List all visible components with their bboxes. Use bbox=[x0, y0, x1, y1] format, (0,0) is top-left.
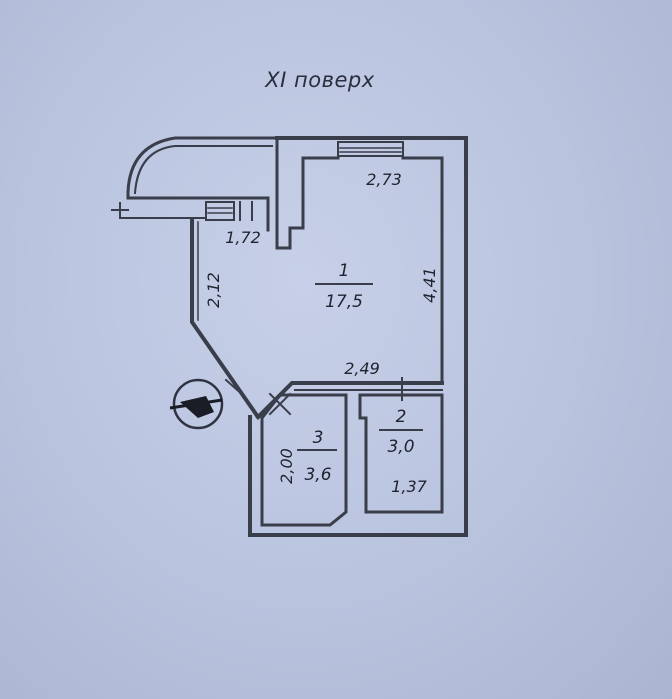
door-mark-3 bbox=[224, 378, 246, 398]
door-mark-2 bbox=[268, 392, 292, 416]
dim-room1-left: 2,12 bbox=[204, 272, 223, 308]
left-outer-wall bbox=[190, 218, 261, 420]
outer-wall bbox=[248, 136, 468, 537]
balcony-outline bbox=[126, 136, 279, 200]
room2-number: 2 bbox=[396, 407, 407, 427]
dim-room2-width: 1,37 bbox=[391, 477, 427, 496]
walls bbox=[111, 136, 468, 537]
room1-bottom-wall bbox=[255, 381, 444, 420]
balcony-inner-outline bbox=[133, 145, 273, 195]
top-window bbox=[337, 141, 404, 157]
room3-area: 3,6 bbox=[304, 465, 331, 485]
room2-walls bbox=[358, 393, 444, 514]
circle-stamp-icon bbox=[169, 378, 224, 430]
dim-room1-bottom: 2,49 bbox=[344, 359, 380, 378]
room3-number: 3 bbox=[313, 428, 324, 448]
dim-room3-height: 2,00 bbox=[277, 448, 296, 484]
room3-walls bbox=[260, 393, 348, 527]
entry-window bbox=[205, 201, 235, 221]
dim-room1-right: 4,41 bbox=[420, 267, 439, 303]
column-wall bbox=[275, 136, 305, 250]
room1-area: 17,5 bbox=[325, 292, 363, 312]
room1-right-inner-wall bbox=[401, 156, 444, 385]
dim-room1-top: 2,73 bbox=[366, 170, 402, 189]
balcony-stub bbox=[111, 202, 129, 219]
room1-number: 1 bbox=[339, 261, 350, 281]
dim-entry-width: 1,72 bbox=[225, 228, 261, 247]
room2-area: 3,0 bbox=[387, 437, 414, 457]
floor-title: XI поверх bbox=[265, 68, 375, 92]
